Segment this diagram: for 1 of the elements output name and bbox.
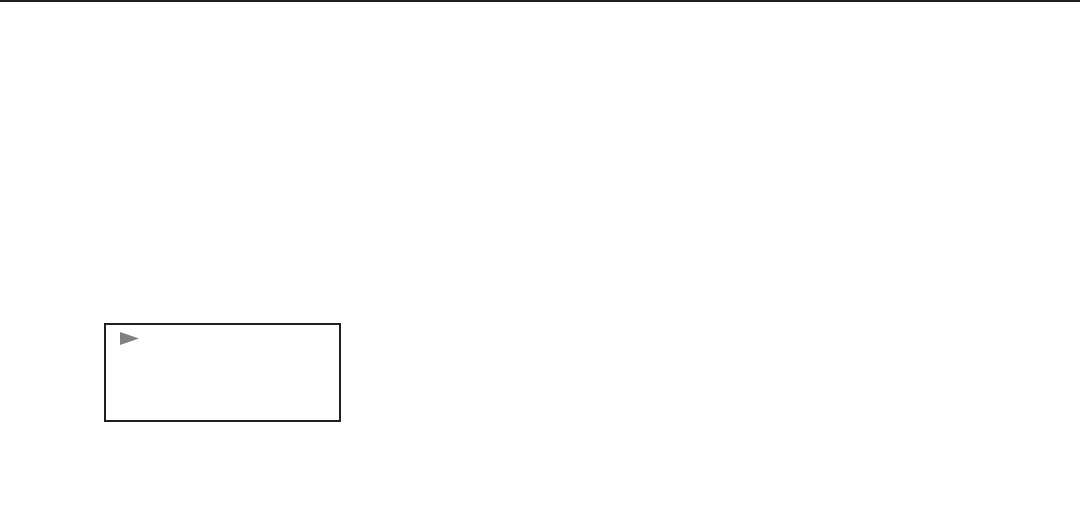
empty-box (104, 323, 341, 422)
